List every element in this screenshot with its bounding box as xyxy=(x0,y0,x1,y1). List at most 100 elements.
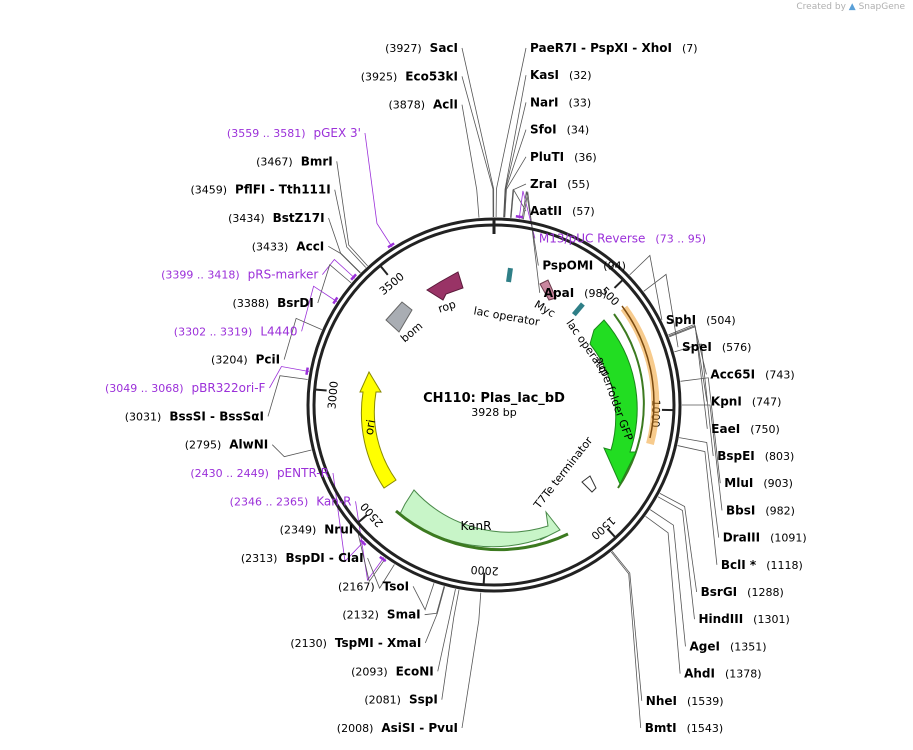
leader-line xyxy=(645,515,681,674)
site-position: (3434) xyxy=(228,212,265,225)
primer-site-mark xyxy=(359,539,367,546)
enzyme-label: Acc65I(743) xyxy=(710,367,794,381)
primer-site-mark xyxy=(305,367,309,375)
snapgene-logo-icon: ▲ xyxy=(848,2,856,12)
leader-line xyxy=(367,557,395,590)
ruler-tick xyxy=(606,528,617,539)
primer-label: (3302 .. 3319)L4440 xyxy=(174,324,298,338)
site-name: Acc65I xyxy=(710,367,755,381)
leader-lines xyxy=(267,47,723,729)
enzyme-label: DraIII(1091) xyxy=(723,531,807,545)
feature-label-rop: rop xyxy=(436,298,457,316)
site-name: EaeI xyxy=(711,422,740,436)
enzyme-label: (2167)TsoI xyxy=(338,579,409,593)
leader-line xyxy=(522,191,541,293)
leader-line xyxy=(334,189,367,268)
enzyme-label: SphI(504) xyxy=(666,313,736,327)
feature-ori xyxy=(359,370,397,489)
leader-line xyxy=(503,102,527,218)
site-name: NruI xyxy=(324,523,353,537)
site-name: BsrGI xyxy=(701,585,738,599)
site-name: PflFI - Tth111I xyxy=(235,183,331,197)
site-position: (94) xyxy=(603,260,626,273)
leader-line xyxy=(424,586,445,616)
leader-line xyxy=(679,437,720,538)
site-position: (2795) xyxy=(185,439,222,452)
enzyme-label: (2132)SmaI xyxy=(342,608,420,622)
enzyme-label: KpnI(747) xyxy=(711,395,782,409)
leader-line xyxy=(328,217,361,273)
site-name: BstZ17I xyxy=(273,211,325,225)
leader-line xyxy=(629,254,663,321)
ruler-tick xyxy=(357,514,368,524)
enzyme-label: (2349) NruI xyxy=(280,523,354,537)
site-position: (1539) xyxy=(687,695,724,708)
site-name: L4440 xyxy=(260,324,297,338)
leader-line xyxy=(267,375,308,417)
plasmid-name: CH110: Plas_lac_bD xyxy=(423,391,565,406)
site-position: (3467) xyxy=(256,155,293,168)
primer-site-marks xyxy=(305,215,524,563)
primer-site-mark xyxy=(379,555,387,563)
site-name: BbsI xyxy=(726,503,755,517)
enzyme-label: BbsI(982) xyxy=(726,503,795,517)
enzyme-label: NarI(33) xyxy=(530,95,591,109)
site-position: (2349) xyxy=(280,524,317,537)
enzyme-label: (3031)BssSI - BssSαI xyxy=(125,409,264,423)
ruler-tick-label: 3500 xyxy=(377,270,407,298)
site-name: PaeR7I - PspXI - XhoI xyxy=(530,41,672,55)
leader-line xyxy=(649,509,686,647)
enzyme-label: MluI(903) xyxy=(724,476,793,490)
credit-brand: SnapGene xyxy=(858,2,905,12)
leader-line xyxy=(503,129,527,218)
site-position: (2008) xyxy=(337,722,374,735)
enzyme-label: BspEI(803) xyxy=(717,449,794,463)
enzyme-label: NheI (1539) xyxy=(646,694,724,708)
site-name: SfoI xyxy=(530,123,557,137)
site-position: (1301) xyxy=(753,613,790,626)
site-name: TspMI - XmaI xyxy=(335,636,421,650)
leader-line xyxy=(355,501,385,582)
site-name: KpnI xyxy=(711,395,742,409)
site-name: AgeI xyxy=(689,639,719,653)
site-name: BclI * xyxy=(721,558,757,572)
site-position: (1118) xyxy=(766,559,803,572)
leader-line xyxy=(424,586,446,644)
site-name: BmtI xyxy=(645,721,677,735)
site-name: AclI xyxy=(433,98,458,112)
site-position: (504) xyxy=(706,314,736,327)
enzyme-label: (2130)TspMI - XmaI xyxy=(290,636,421,650)
site-name: PspOMI xyxy=(542,259,593,273)
feature-lac-operator-1 xyxy=(506,267,513,283)
site-name: NarI xyxy=(530,95,559,109)
site-name: EcoNI xyxy=(396,664,434,678)
site-position: (2167) xyxy=(338,580,375,593)
leader-line xyxy=(364,132,393,248)
enzyme-label: (3467)BmrI xyxy=(256,154,333,168)
leader-line xyxy=(301,285,338,332)
leader-line xyxy=(271,444,312,458)
leader-line xyxy=(412,583,435,611)
site-name: pRS-marker xyxy=(248,268,319,282)
ruler-tick xyxy=(379,264,389,276)
site-position: (1378) xyxy=(725,668,762,681)
site-name: AlwNI xyxy=(229,438,268,452)
site-name: Kan-R xyxy=(316,494,351,508)
enzyme-label: (3927)SacI xyxy=(385,41,458,55)
enzyme-label: PluTI(36) xyxy=(530,150,597,164)
primer-label: (3049 .. 3068)pBR322ori-F xyxy=(105,381,266,395)
enzyme-label: HindIII(1301) xyxy=(698,612,789,626)
leader-line xyxy=(461,104,480,218)
primer-site-mark xyxy=(332,296,339,305)
enzyme-label: AhdI(1378) xyxy=(684,667,761,681)
site-name: NheI xyxy=(646,694,677,708)
enzyme-label: (2313)BspDI - ClaI xyxy=(241,551,364,565)
site-name: BspDI - ClaI xyxy=(285,551,363,565)
site-position: (3388) xyxy=(233,297,270,310)
feature-lac-operator-2 xyxy=(571,302,585,317)
enzyme-label: (3433)AccI xyxy=(252,239,325,253)
leader-line xyxy=(659,493,698,593)
leader-line xyxy=(668,325,708,402)
feature-superfolder-gfp xyxy=(589,319,638,486)
